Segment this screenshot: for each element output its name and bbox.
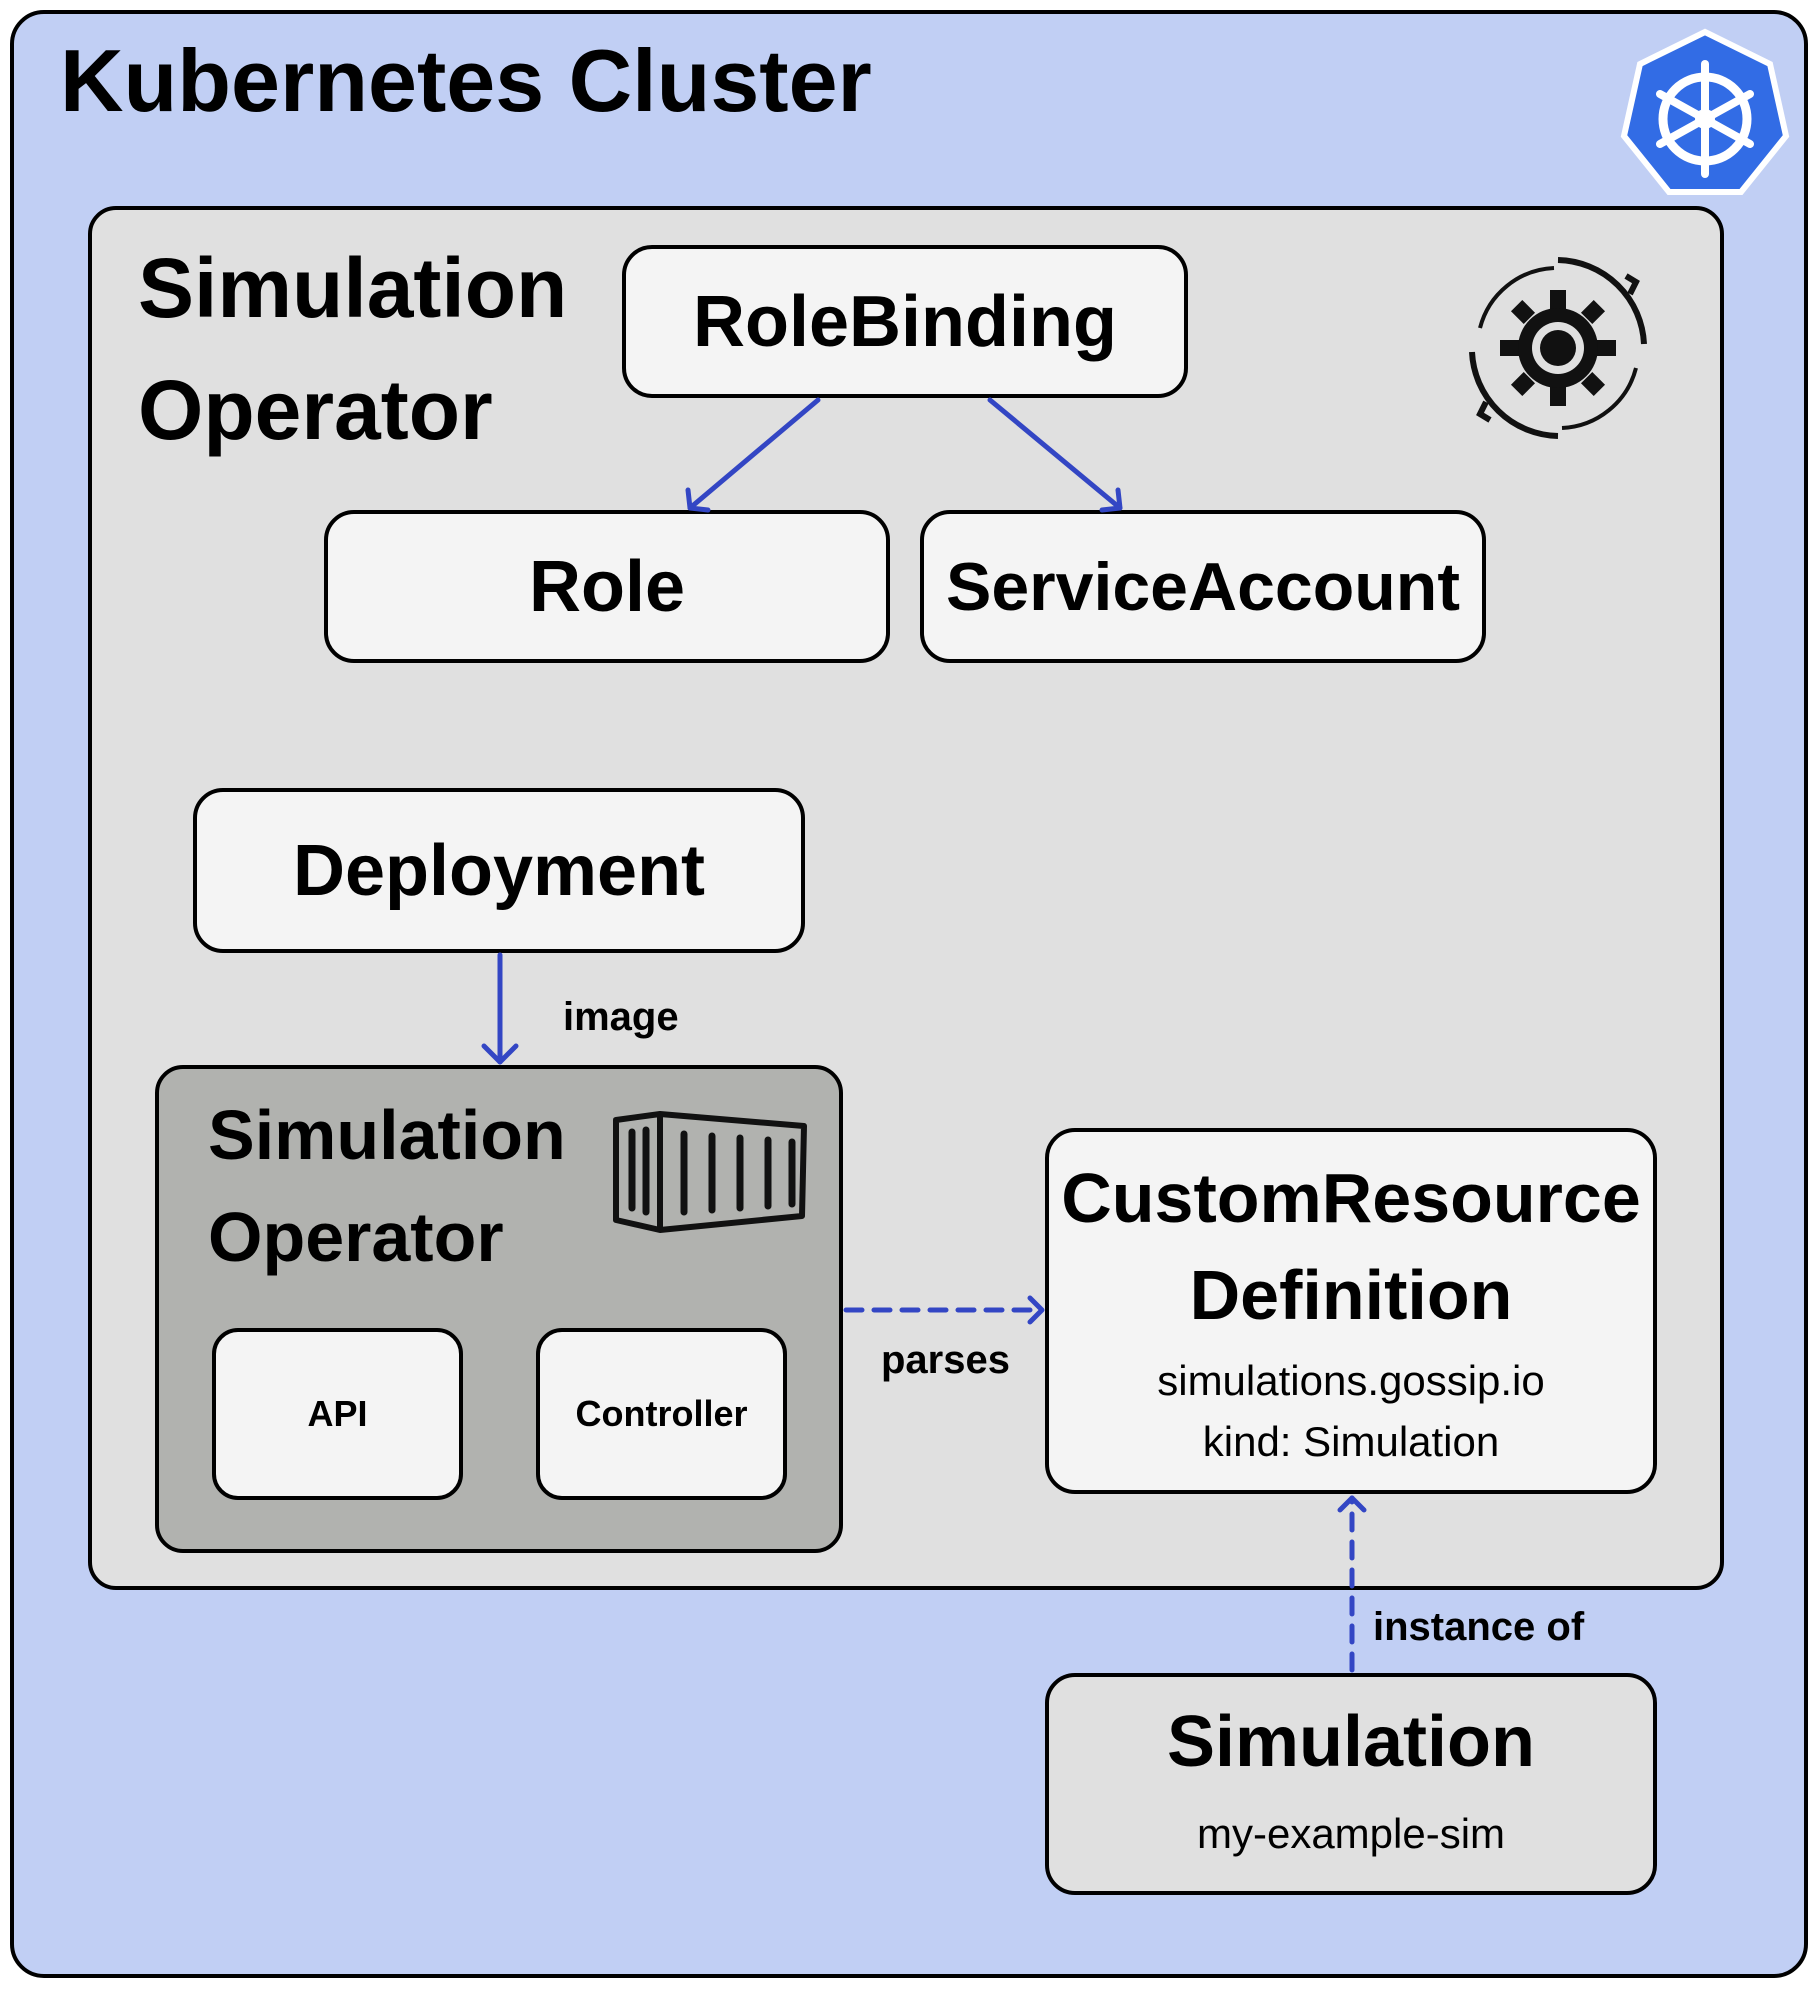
simulation-box: Simulation my-example-sim xyxy=(1045,1673,1657,1895)
simulation-name: my-example-sim xyxy=(1196,1810,1506,1858)
crd-group: simulations.gossip.io xyxy=(1157,1357,1545,1405)
crd-kind: kind: Simulation xyxy=(1202,1418,1500,1466)
operator-title: Simulation Operator xyxy=(138,241,568,457)
role-box: Role xyxy=(324,510,890,663)
edge-label-image: image xyxy=(563,995,679,1039)
simulation-title: Simulation xyxy=(1166,1702,1535,1782)
arrow-rolebinding-role xyxy=(687,397,821,511)
container-title: Simulation Operator xyxy=(208,1096,566,1276)
controller-box: Controller xyxy=(536,1328,787,1500)
gear-sync-icon xyxy=(1458,248,1658,448)
edge-label-parses: parses xyxy=(881,1338,1010,1382)
cluster-title: Kubernetes Cluster xyxy=(60,31,872,130)
arrow-rolebinding-serviceaccount xyxy=(987,397,1123,511)
kubernetes-helm-icon xyxy=(1620,26,1790,196)
edge-label-instance-of: instance of xyxy=(1373,1605,1585,1649)
deployment-box: Deployment xyxy=(193,788,805,953)
crd-title: CustomResource Definition xyxy=(1061,1159,1641,1334)
rolebinding-box: RoleBinding xyxy=(622,245,1188,398)
api-box: API xyxy=(212,1328,463,1500)
serviceaccount-box: ServiceAccount xyxy=(920,510,1486,663)
crd-box: CustomResource Definition simulations.go… xyxy=(1045,1128,1657,1494)
shipping-container-icon xyxy=(608,1108,808,1238)
